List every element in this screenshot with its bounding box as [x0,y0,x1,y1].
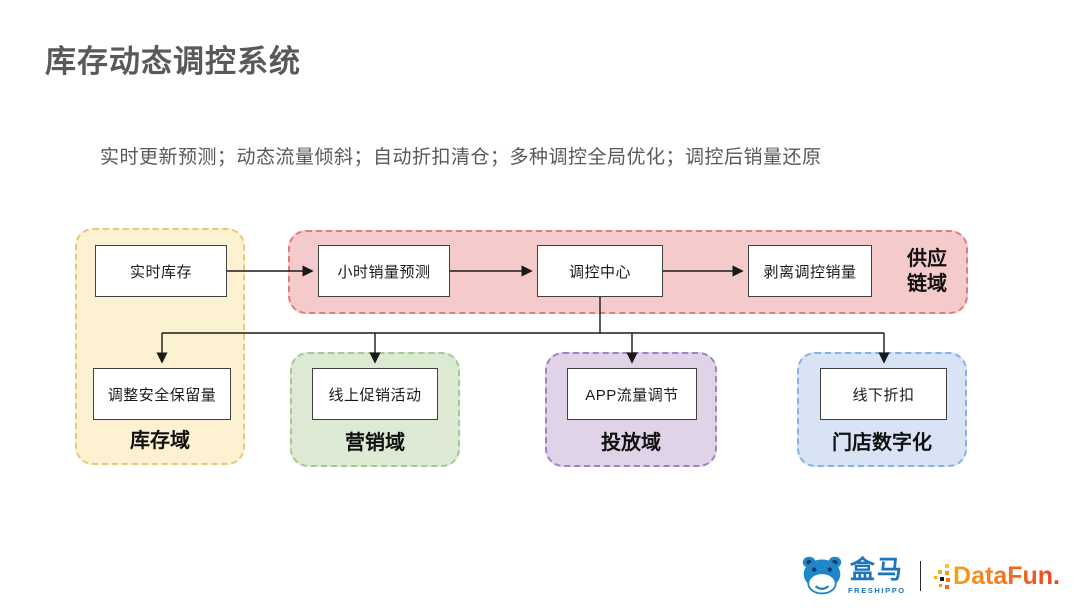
domain-inventory-label: 库存域 [130,430,190,452]
hema-hippo-icon [802,556,842,595]
hema-logo-subtext: FRESHIPPO [848,585,906,595]
node-strip-control-sales: 剥离调控销量 [748,245,872,297]
hema-logo-text: 盒马 [849,555,904,584]
hema-logo: 盒马 FRESHIPPO [800,553,906,599]
domain-supply-chain-label: 供应链域 [907,248,947,295]
node-control-center: 调控中心 [537,245,663,297]
node-realtime-inventory: 实时库存 [95,245,227,297]
logo-divider [919,561,922,591]
domain-delivery-label: 投放域 [601,432,661,454]
datafun-dots-icon [934,564,951,589]
datafun-logo-text: DataFun. [953,561,1060,590]
node-adjust-safety-stock: 调整安全保留量 [93,368,231,420]
datafun-logo: DataFun. [933,561,1060,591]
domain-marketing-label: 营销域 [345,432,405,454]
domain-store-label: 门店数字化 [832,432,932,454]
node-app-traffic-control: APP流量调节 [567,368,697,420]
footer-logos: 盒马 FRESHIPPO DataFun. [800,548,1060,604]
node-hourly-sales-forecast: 小时销量预测 [318,245,450,297]
page-subtitle: 实时更新预测；动态流量倾斜；自动折扣清仓；多种调控全局优化；调控后销量还原 [100,147,822,168]
node-online-promotion: 线上促销活动 [312,368,438,420]
node-offline-discount: 线下折扣 [820,368,947,420]
page-title: 库存动态调控系统 [45,44,301,79]
